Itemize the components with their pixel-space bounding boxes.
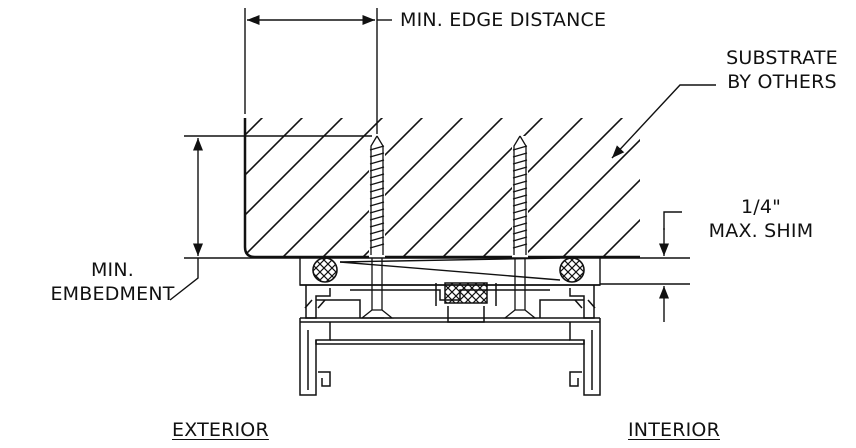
max-shim-label: 1/4" MAX. SHIM [686,195,836,243]
edge-distance-dimension [244,8,392,134]
substrate-label: SUBSTRATE BY OTHERS [712,46,852,94]
substrate-hatch [245,118,640,257]
min-embedment-label-line1: MIN. [90,259,135,281]
substrate-leader [611,84,716,159]
seal-left [312,257,338,283]
interior-label: INTERIOR [628,419,720,441]
shim-wedge [299,257,601,286]
min-embedment-label: MIN. EMBEDMENT [50,258,175,306]
max-shim-label-line2: MAX. SHIM [708,220,814,242]
screw-right [503,135,537,319]
substrate-label-line1: SUBSTRATE [726,47,838,69]
max-shim-label-line1: 1/4" [740,196,782,218]
seal-right [559,257,585,283]
substrate-outline [243,118,640,259]
min-edge-distance-label: MIN. EDGE DISTANCE [400,9,607,31]
substrate-label-line2: BY OTHERS [727,71,837,93]
embedment-dimension [169,135,372,301]
shim-dimension [600,211,690,322]
exterior-label: EXTERIOR [172,419,269,441]
min-embedment-label-line2: EMBEDMENT [50,283,175,305]
frame-extrusion [299,282,601,396]
